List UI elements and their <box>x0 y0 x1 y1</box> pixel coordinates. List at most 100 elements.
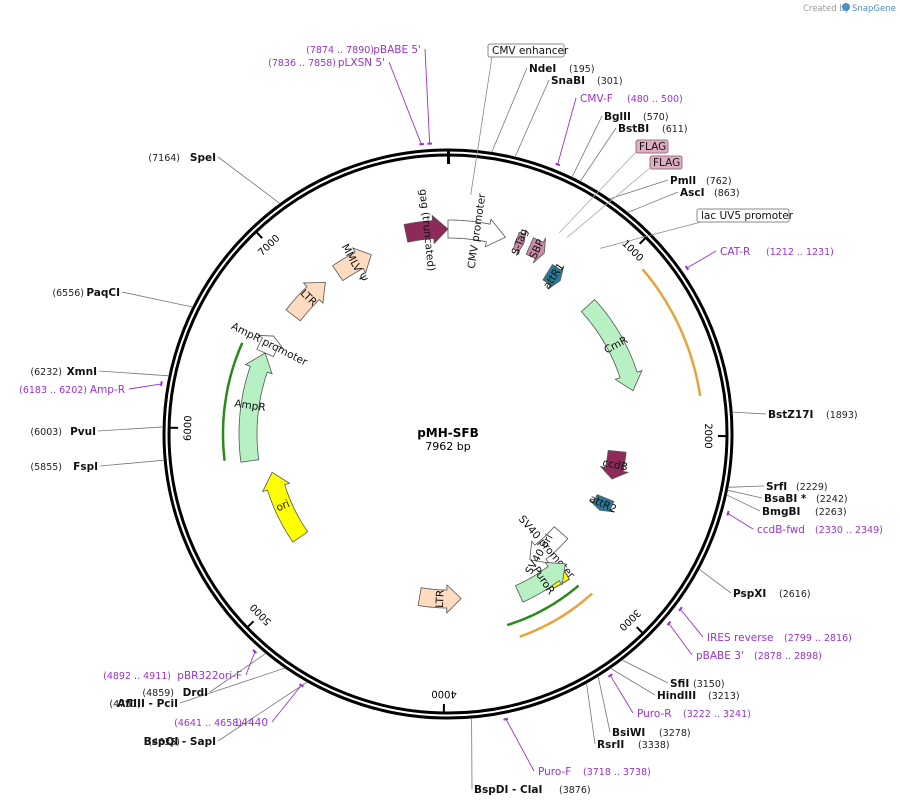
site-leader <box>726 494 761 512</box>
primer-l4440[interactable]: L4440(4641 .. 4658) <box>174 717 268 729</box>
primer-puro-f[interactable]: Puro-F(3718 .. 3738) <box>538 766 651 778</box>
site-name: RsrII <box>597 739 624 751</box>
feature-arrow[interactable] <box>512 229 527 256</box>
site-name: XmnI <box>67 366 97 378</box>
site-leader <box>597 676 611 733</box>
feature-label: LTR <box>434 589 447 608</box>
feature-arrow[interactable] <box>589 494 615 513</box>
boxed-label-lac-uv5-promoter[interactable]: lac UV5 promoter <box>696 208 794 223</box>
site-pmli[interactable]: PmlI(762) <box>670 175 732 187</box>
feature-cmv-promoter[interactable]: CMV promoter <box>447 192 507 269</box>
site-snabi[interactable]: SnaBI(301) <box>551 75 623 87</box>
snapgene-logo-icon <box>842 3 850 11</box>
feature-arrow[interactable] <box>447 218 507 248</box>
site-name: SnaBI <box>551 75 585 87</box>
site-fspi[interactable]: FspI(5855) <box>30 461 98 473</box>
site-pspxi[interactable]: PspXI(2616) <box>733 588 811 600</box>
site-bmgbi[interactable]: BmgBI(2263) <box>762 506 847 518</box>
site-position: (4635) <box>148 737 180 748</box>
flag-box <box>649 155 683 170</box>
site-bsiwi[interactable]: BsiWI(3278) <box>612 727 691 739</box>
feature-arrow[interactable] <box>525 237 546 264</box>
site-name: AflIII - PciI <box>117 698 178 710</box>
feature-ltr[interactable]: LTR <box>417 584 462 614</box>
feature-arrow[interactable] <box>238 352 273 463</box>
feature-ccdb[interactable]: ccdB <box>599 449 630 480</box>
site-sfii[interactable]: SfiI(3150) <box>670 678 725 690</box>
feature-arrow[interactable] <box>542 264 565 290</box>
feature-ori[interactable]: ori <box>261 471 309 543</box>
label-box <box>487 43 565 58</box>
primer-mark <box>678 606 683 612</box>
site-bspdi-clai[interactable]: BspDI - ClaI(3876) <box>474 784 591 796</box>
site-srfi[interactable]: SrfI(2229) <box>766 481 828 493</box>
site-position: (611) <box>662 124 688 135</box>
primer-leader <box>667 622 693 656</box>
site-paqci[interactable]: PaqCI(6556) <box>52 287 120 299</box>
feature-attr1[interactable]: attR1 <box>541 261 567 291</box>
feature-arrow[interactable] <box>599 449 630 480</box>
site-asci[interactable]: AscI(863) <box>680 187 740 199</box>
feature-puror[interactable]: PuroR <box>515 561 566 603</box>
site-afliii-pcii[interactable]: AflIII - PciI(4751) <box>109 698 178 710</box>
primer-cat-r[interactable]: CAT-R(1212 .. 1231) <box>720 246 834 258</box>
feature-sbp[interactable]: SBP <box>525 237 547 264</box>
feature-arrow[interactable] <box>332 247 372 282</box>
tick-mark <box>636 626 644 635</box>
site-bsabi[interactable]: BsaBI *(2242) <box>764 493 848 505</box>
flag-tag[interactable]: FLAG <box>649 155 683 170</box>
primer-plxsn-5[interactable]: pLXSN 5'(7836 .. 7858) <box>268 57 385 69</box>
site-bspqi-sapi[interactable]: BspQI - SapI(4635) <box>144 736 216 748</box>
feature-label: ccdB <box>601 457 628 473</box>
feature-attr2[interactable]: attR2 <box>587 493 618 516</box>
feature-arrow[interactable] <box>403 214 449 245</box>
site-name: BglII <box>604 111 631 123</box>
site-leader <box>491 67 528 153</box>
primer-ires-reverse[interactable]: IRES reverse(2799 .. 2816) <box>707 632 852 644</box>
feature-ampr[interactable]: AmpR <box>234 352 273 463</box>
site-ndei[interactable]: NdeI(195) <box>529 63 595 75</box>
feature-gag-truncated[interactable]: gag (truncated) <box>403 188 449 272</box>
site-position: (863) <box>714 188 740 199</box>
site-position: (3278) <box>659 728 691 739</box>
feature-arrow[interactable] <box>580 298 643 392</box>
primer-range: (4641 .. 4658) <box>174 718 242 729</box>
site-leader <box>514 79 550 158</box>
site-hindiii[interactable]: HindIII(3213) <box>657 690 740 702</box>
primer-leader <box>609 674 634 714</box>
box-leader <box>600 221 702 249</box>
brand-text: SnapGene <box>852 4 896 14</box>
feature-mmlv[interactable]: MMLV Ψ <box>332 242 372 284</box>
site-rsrii[interactable]: RsrII(3338) <box>597 739 670 751</box>
feature-arrow[interactable] <box>529 526 569 564</box>
primer-ccdb-fwd[interactable]: ccdB-fwd(2330 .. 2349) <box>757 524 883 536</box>
feature-arrow[interactable] <box>261 471 309 543</box>
primer-puro-r[interactable]: Puro-R(3222 .. 3241) <box>637 708 751 720</box>
primer-cmv-f[interactable]: CMV-F(480 .. 500) <box>580 93 683 105</box>
boxed-label-cmv-enhancer[interactable]: CMV enhancer <box>487 43 569 58</box>
feature-label: AmpR <box>234 398 267 414</box>
site-bstz17i[interactable]: BstZ17I(1893) <box>768 409 858 421</box>
box-text: lac UV5 promoter <box>701 210 794 222</box>
primer-pbr322ori-f[interactable]: pBR322ori-F(4892 .. 4911) <box>103 670 242 682</box>
feature-arrow[interactable] <box>417 584 462 614</box>
feature-ltr[interactable]: LTR <box>285 281 326 322</box>
site-bglii[interactable]: BglII(570) <box>604 111 669 123</box>
site-pvui[interactable]: PvuI(6003) <box>30 426 96 438</box>
primer-amp-r[interactable]: Amp-R(6183 .. 6202) <box>19 384 125 396</box>
primer-pbabe-3[interactable]: pBABE 3'(2878 .. 2898) <box>696 650 822 662</box>
feature-arrow[interactable] <box>515 561 566 603</box>
site-drdi[interactable]: DrdI(4859) <box>142 687 208 699</box>
primer-leader <box>388 61 423 146</box>
primer-range: (7874 .. 7890) <box>306 45 374 56</box>
site-bstbi[interactable]: BstBI(611) <box>618 123 688 135</box>
feature-arrow[interactable] <box>256 335 284 358</box>
primer-range: (6183 .. 6202) <box>19 385 87 396</box>
site-spei[interactable]: SpeI(7164) <box>148 152 216 164</box>
primer-pbabe-5[interactable]: pBABE 5'(7874 .. 7890) <box>306 44 421 56</box>
flag-tag[interactable]: FLAG <box>635 139 669 154</box>
feature-arrow[interactable] <box>285 281 326 322</box>
site-name: SfiI <box>670 678 689 690</box>
feature-cmr[interactable]: CmR <box>580 298 643 392</box>
site-xmni[interactable]: XmnI(6232) <box>30 366 97 378</box>
